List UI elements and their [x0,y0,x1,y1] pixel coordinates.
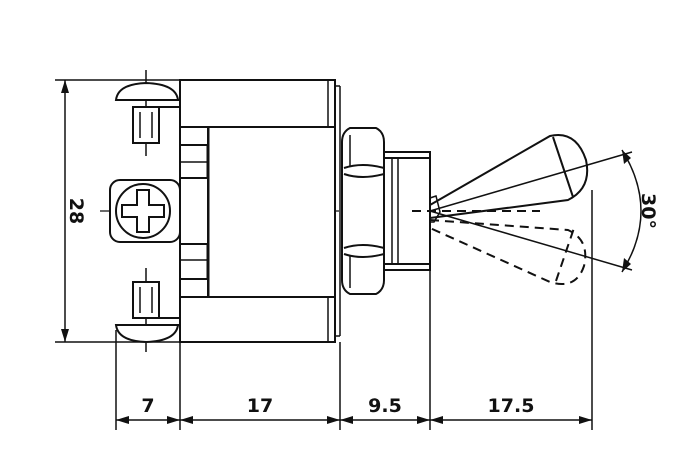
height-dimension: 28 [55,79,180,343]
body-dimension-label: 17 [247,395,273,417]
hex-nut [341,127,385,295]
length-dimension-line [116,416,592,424]
extension-lines [115,190,593,430]
lever-dashed [412,210,587,285]
middle-terminal-screw [109,179,181,243]
height-dimension-label: 28 [65,198,87,224]
switch-body [179,79,341,343]
bottom-terminal-screw [114,268,180,352]
lever-solid [429,134,589,223]
top-terminal-screw [114,70,180,156]
angle-dimension: 30° [429,149,659,273]
bushing-dimension-label: 9.5 [368,395,402,417]
screw-dimension-label: 7 [141,395,154,417]
lever-dimension-label: 17.5 [488,395,535,417]
angle-dimension-label: 30° [637,193,659,229]
threaded-bushing [383,151,431,271]
